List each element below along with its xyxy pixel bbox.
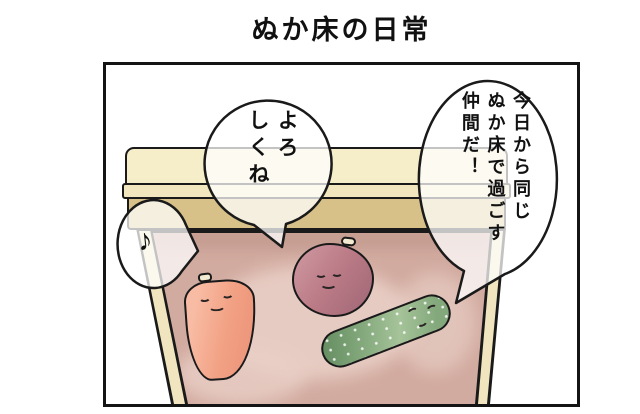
comic-title: ぬか床の日常 (251, 15, 432, 45)
speech-bubble-note (116, 198, 200, 290)
comic-panel: 今日から同じ ぬか床で過ごす 仲間だ！ よろ しくね ♪ (103, 62, 580, 407)
speech-bubble-reply (203, 99, 333, 249)
plum-eye-right-icon (331, 268, 343, 277)
speech-bubbles-layer (116, 79, 559, 305)
music-note-icon: ♪ (135, 223, 155, 258)
speech-text-newcomer: 今日から同じ ぬか床で過ごす 仲間だ！ (459, 91, 531, 245)
plum-eye-left-icon (315, 269, 327, 278)
plum-mouth-icon (320, 279, 337, 289)
speech-text-reply: よろ しくね (246, 109, 298, 190)
plum-character (292, 243, 374, 317)
speech-bubble-newcomer (417, 79, 559, 305)
nuka-top-shadow (153, 233, 490, 249)
